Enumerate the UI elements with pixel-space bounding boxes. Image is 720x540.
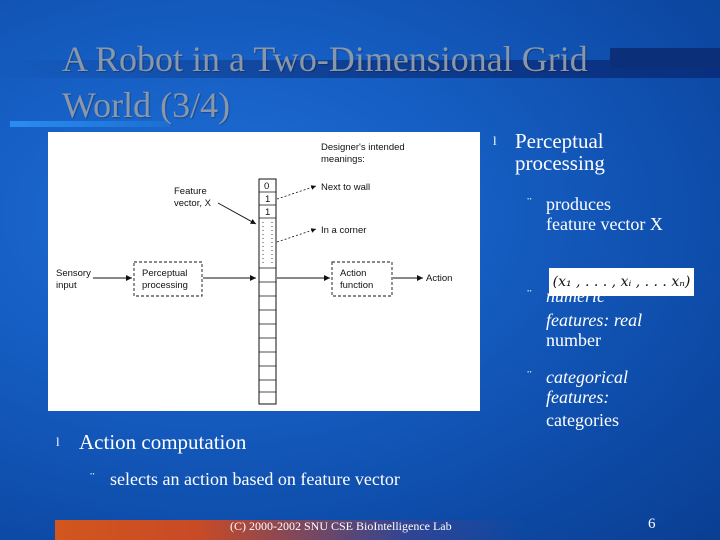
- action-function-box: [331, 261, 393, 297]
- sub-selects-action: selects an action based on feature vecto…: [110, 469, 400, 489]
- feature-vector-ellipsis: [262, 222, 273, 265]
- feature-label-pointer: [217, 202, 257, 225]
- cell-value-0: 0: [264, 181, 269, 192]
- feature-vector-diagram: 0 1 1 Designer's intended meanings: Next…: [48, 132, 480, 411]
- bullet-marker-1: l: [493, 133, 497, 148]
- sub-text-line-2: features:: [546, 387, 610, 407]
- title-line-1: A Robot in a Two-Dimensional Grid: [62, 39, 588, 79]
- perceptual-box: [133, 261, 203, 297]
- sensory-label-1: Sensory: [56, 268, 91, 279]
- feature-label-1: Feature: [174, 186, 207, 197]
- sensory-label-2: input: [56, 280, 77, 291]
- sub-marker-3: ¨: [527, 369, 532, 384]
- bullet-marker-2: l: [56, 434, 60, 449]
- action-label: Action: [426, 273, 452, 284]
- sub-marker-2: ¨: [527, 288, 532, 303]
- slide-title: A Robot in a Two-Dimensional Grid World …: [62, 36, 702, 128]
- decorative-band-right: [610, 48, 720, 68]
- sub-numeric-cont: features: real number: [546, 310, 642, 350]
- meaning-arrows: [276, 185, 317, 243]
- sub-text-line-2: feature vector X: [546, 214, 663, 234]
- diagram-svg: 0 1 1 Designer's intended meanings: Next…: [56, 142, 452, 405]
- feature-vector-formula: (x₁ , . . . , xᵢ , . . . xₙ): [549, 268, 694, 296]
- sub-categorical: categorical features:: [546, 367, 628, 407]
- action-function-label-2: function: [340, 280, 373, 291]
- footer-band: [55, 520, 525, 540]
- feature-vector-column: [258, 178, 277, 405]
- perceptual-label-2: processing: [142, 280, 188, 291]
- designer-label-2: meanings:: [321, 154, 365, 165]
- cell-value-1: 1: [265, 194, 270, 205]
- page-number: 6: [648, 516, 656, 532]
- sub-categorical-cont: categories: [546, 410, 619, 430]
- feature-label-2: vector, X: [174, 198, 212, 209]
- bullet-perceptual: Perceptual processing: [515, 130, 605, 174]
- bullet-text-line-1: Perceptual: [515, 129, 604, 153]
- decorative-band: [0, 60, 720, 78]
- feature-vector-cells: [259, 191, 276, 393]
- title-line-2: World (3/4): [62, 85, 231, 125]
- bullet-action-computation: Action computation: [79, 430, 247, 454]
- sub-marker-1: ¨: [527, 196, 532, 211]
- sub-produces: produces feature vector X: [546, 194, 663, 234]
- bullet-text-line-2: processing: [515, 151, 605, 175]
- perceptual-label-1: Perceptual: [142, 268, 187, 279]
- action-function-label-1: Action: [340, 268, 366, 279]
- designer-label-1: Designer's intended: [321, 142, 405, 153]
- sub-marker-4: ¨: [90, 471, 95, 486]
- footer-credit: (C) 2000-2002 SNU CSE BioIntelligence La…: [230, 519, 452, 533]
- next-to-wall-label: Next to wall: [321, 182, 370, 193]
- in-a-corner-label: In a corner: [321, 225, 366, 236]
- sub-text-line-1: categorical: [546, 367, 628, 387]
- sub-text-line-3: number: [546, 330, 601, 350]
- cell-value-2: 1: [265, 207, 270, 218]
- sub-text-italic: features: real: [546, 310, 643, 330]
- title-underline: [10, 121, 170, 127]
- sub-text-line-1: produces: [546, 194, 611, 214]
